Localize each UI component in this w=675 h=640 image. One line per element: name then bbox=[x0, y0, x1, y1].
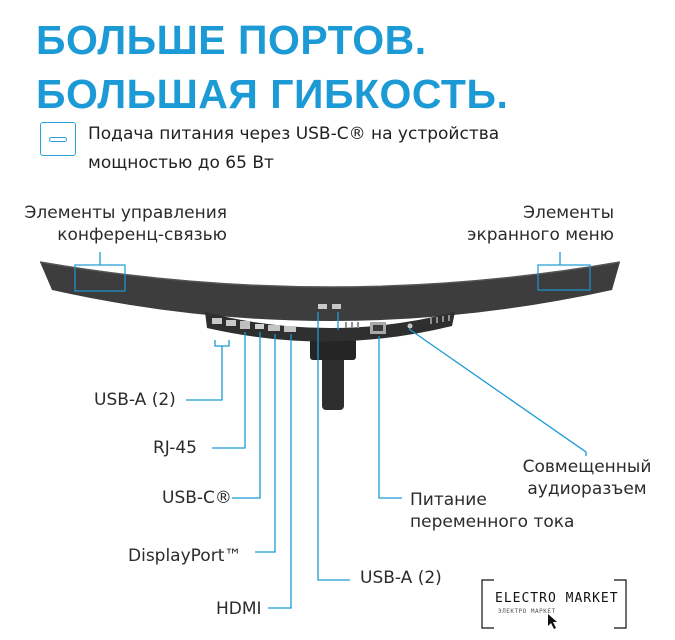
feature-line-1: Подача питания через USB-C® на устройств… bbox=[88, 124, 500, 144]
usb-a-port bbox=[226, 320, 236, 326]
usb-c-port bbox=[255, 324, 264, 329]
label-displayport: DisplayPort™ bbox=[128, 546, 242, 566]
power-delivery-feature: Подача питания через USB-C® на устройств… bbox=[88, 120, 499, 178]
label-usb-a-bottom: USB-A (2) bbox=[360, 568, 442, 588]
label-conference-controls: Элементы управления конференц-связью bbox=[24, 203, 227, 245]
usb-a-port-top bbox=[332, 304, 341, 309]
osd-controls-highlight bbox=[537, 264, 591, 291]
rj45-port bbox=[240, 321, 250, 329]
label-usb-a-left: USB-A (2) bbox=[94, 390, 176, 410]
cursor-icon bbox=[548, 614, 557, 629]
electro-market-logo bbox=[481, 579, 627, 629]
usb-a-port bbox=[212, 318, 222, 324]
label-hdmi: HDMI bbox=[216, 599, 262, 619]
hdmi-port bbox=[284, 326, 296, 332]
usb-c-port-icon bbox=[40, 122, 76, 156]
feature-line-2: мощностью до 65 Вт bbox=[88, 153, 274, 173]
watermark-tagline: ЭЛЕКТРО МАРКЕТ bbox=[498, 608, 556, 615]
label-usb-c: USB-C® bbox=[162, 488, 232, 508]
displayport-port bbox=[268, 325, 280, 331]
label-ac-power: Питание переменного тока bbox=[410, 490, 575, 532]
headline-line-1: БОЛЬШЕ ПОРТОВ. bbox=[36, 17, 427, 63]
usb-a-port-top bbox=[318, 304, 327, 309]
audio-jack bbox=[407, 323, 413, 329]
monitor-body bbox=[40, 262, 620, 321]
headline-line-2: БОЛЬШАЯ ГИБКОСТЬ. bbox=[36, 71, 509, 117]
label-osd-controls: Элементы экранного меню bbox=[467, 203, 614, 245]
watermark-name: ELECTRO MARKET bbox=[495, 591, 619, 606]
monitor-stand bbox=[322, 350, 344, 410]
label-rj45: RJ-45 bbox=[153, 438, 197, 458]
label-audio-jack: Совмещенный аудиоразъем bbox=[522, 457, 652, 499]
